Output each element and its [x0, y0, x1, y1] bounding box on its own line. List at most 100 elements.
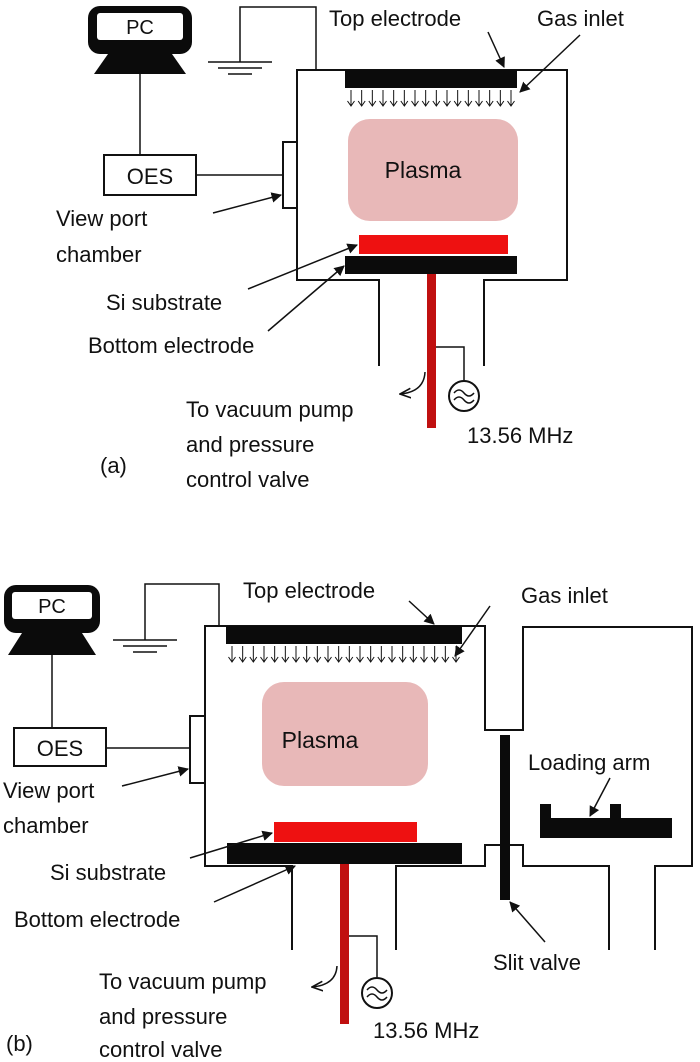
chamber-wall-b — [204, 625, 693, 950]
vacuum-arrow-b — [312, 965, 338, 987]
top-electrode-a — [345, 70, 517, 88]
vacuum-label-a-line3: control valve — [186, 467, 310, 492]
panel-label-a: (a) — [100, 453, 127, 478]
gas-flow-arrowhead — [443, 100, 451, 107]
gas-flow-arrowhead — [464, 100, 473, 107]
rf-sine-icon-a — [453, 389, 475, 404]
gas-flow-arrowhead — [411, 100, 419, 107]
oes-box-a — [103, 154, 197, 196]
gas-flow-arrowhead — [409, 656, 418, 663]
rf-source-a — [448, 380, 480, 412]
rf-frequency-label-b: 13.56 MHz — [373, 1018, 479, 1043]
gas-flow-arrowhead — [432, 100, 441, 107]
ground-symbol-a — [208, 6, 317, 75]
view-port-leader-b — [121, 766, 190, 787]
gas-flow-arrows-a — [347, 90, 515, 107]
gas-flow-arrowhead — [400, 100, 409, 107]
gas-flow-arrowhead — [313, 656, 322, 663]
rf-cable-b — [349, 935, 378, 977]
gas-flow-arrowhead — [377, 656, 386, 663]
gas-flow-arrowhead — [366, 656, 375, 663]
gas-flow-arrowhead — [357, 100, 366, 107]
top-electrode-b — [226, 626, 462, 644]
oes-box-b — [13, 727, 107, 767]
rf-feedthrough-b — [340, 864, 349, 1024]
gas-flow-arrowhead — [485, 100, 494, 107]
gas-flow-arrowhead — [430, 656, 439, 663]
vacuum-label-b-line3: control valve — [99, 1037, 223, 1062]
slit-valve-b[interactable] — [500, 735, 510, 900]
gas-flow-arrowhead — [249, 656, 258, 663]
gas-flow-arrows-b — [228, 646, 460, 663]
plasma-label-b: Plasma — [282, 727, 359, 753]
si-substrate-leader-b — [189, 830, 274, 859]
pc-label-a: PC — [126, 17, 154, 39]
rf-source-b — [361, 977, 393, 1009]
pc-monitor-b: PC — [4, 585, 100, 655]
top-electrode-leader-a — [487, 31, 505, 68]
loading-arm-leader-b — [589, 777, 611, 817]
top-electrode-label-a: Top electrode — [329, 6, 461, 31]
gas-inlet-leader-b — [454, 605, 491, 657]
view-port-label-a-line2: chamber — [56, 242, 142, 267]
gas-flow-arrowhead — [475, 100, 483, 107]
bottom-electrode-b — [227, 843, 462, 864]
rf-cable-a — [436, 346, 465, 380]
gas-flow-arrowhead — [334, 656, 343, 663]
gas-flow-arrowhead — [441, 656, 450, 663]
oes-label-a: OES — [127, 164, 173, 189]
panel-b: PC OES Plasma — [3, 578, 693, 1062]
gas-inlet-leader-a — [519, 34, 581, 93]
bottom-electrode-label-b: Bottom electrode — [14, 907, 180, 932]
gas-flow-arrowhead — [421, 100, 430, 107]
si-substrate-label-b: Si substrate — [50, 860, 166, 885]
gas-flow-arrowhead — [398, 656, 407, 663]
si-substrate-a — [359, 235, 508, 254]
ground-symbol-b — [113, 583, 220, 653]
gas-flow-arrowhead — [507, 100, 515, 107]
rf-frequency-label-a: 13.56 MHz — [467, 423, 573, 448]
slit-valve-leader-b — [509, 901, 546, 943]
gas-flow-arrowhead — [356, 656, 364, 663]
gas-flow-arrowhead — [379, 100, 387, 107]
panel-a: PC OES Plasma — [56, 6, 624, 492]
si-substrate-b — [274, 822, 417, 842]
rf-sine-icon-b — [366, 986, 388, 1001]
gas-flow-arrowhead — [238, 656, 247, 663]
gas-flow-arrowhead — [260, 656, 268, 663]
gas-flow-arrowhead — [324, 656, 332, 663]
loading-arm-b[interactable] — [540, 804, 672, 838]
view-port-label-b-line2: chamber — [3, 813, 89, 838]
gas-flow-arrowhead — [368, 100, 377, 107]
gas-inlet-label-b: Gas inlet — [521, 583, 608, 608]
loading-arm-label-b: Loading arm — [528, 750, 650, 775]
gas-flow-arrowhead — [270, 656, 279, 663]
gas-flow-arrowhead — [389, 100, 398, 107]
gas-flow-arrowhead — [302, 656, 311, 663]
pc-label-b: PC — [38, 596, 66, 618]
slit-valve-label-b: Slit valve — [493, 950, 581, 975]
plasma-region-a — [348, 119, 518, 221]
gas-flow-arrowhead — [453, 100, 462, 107]
plasma-region-b — [262, 682, 428, 786]
gas-flow-arrowhead — [292, 656, 300, 663]
view-port-a — [282, 141, 298, 209]
pc-monitor-a: PC — [88, 6, 192, 74]
plasma-label-a: Plasma — [385, 157, 462, 183]
panel-label-b: (b) — [6, 1031, 33, 1056]
view-port-label-b-line1: View port — [3, 778, 94, 803]
gas-flow-arrowhead — [281, 656, 290, 663]
oes-label-b: OES — [37, 736, 83, 761]
vacuum-label-b-line1: To vacuum pump — [99, 969, 267, 994]
bottom-electrode-leader-b — [213, 865, 296, 903]
gas-flow-arrowhead — [228, 656, 236, 663]
vacuum-label-b-line2: and pressure — [99, 1004, 227, 1029]
gas-flow-arrowhead — [347, 100, 355, 107]
view-port-b — [189, 715, 206, 784]
rf-feedthrough-a — [427, 274, 436, 428]
top-electrode-leader-b — [408, 600, 435, 625]
bottom-electrode-leader-a — [267, 265, 345, 332]
vacuum-arrow-a — [400, 371, 426, 394]
bottom-electrode-a — [345, 256, 517, 274]
